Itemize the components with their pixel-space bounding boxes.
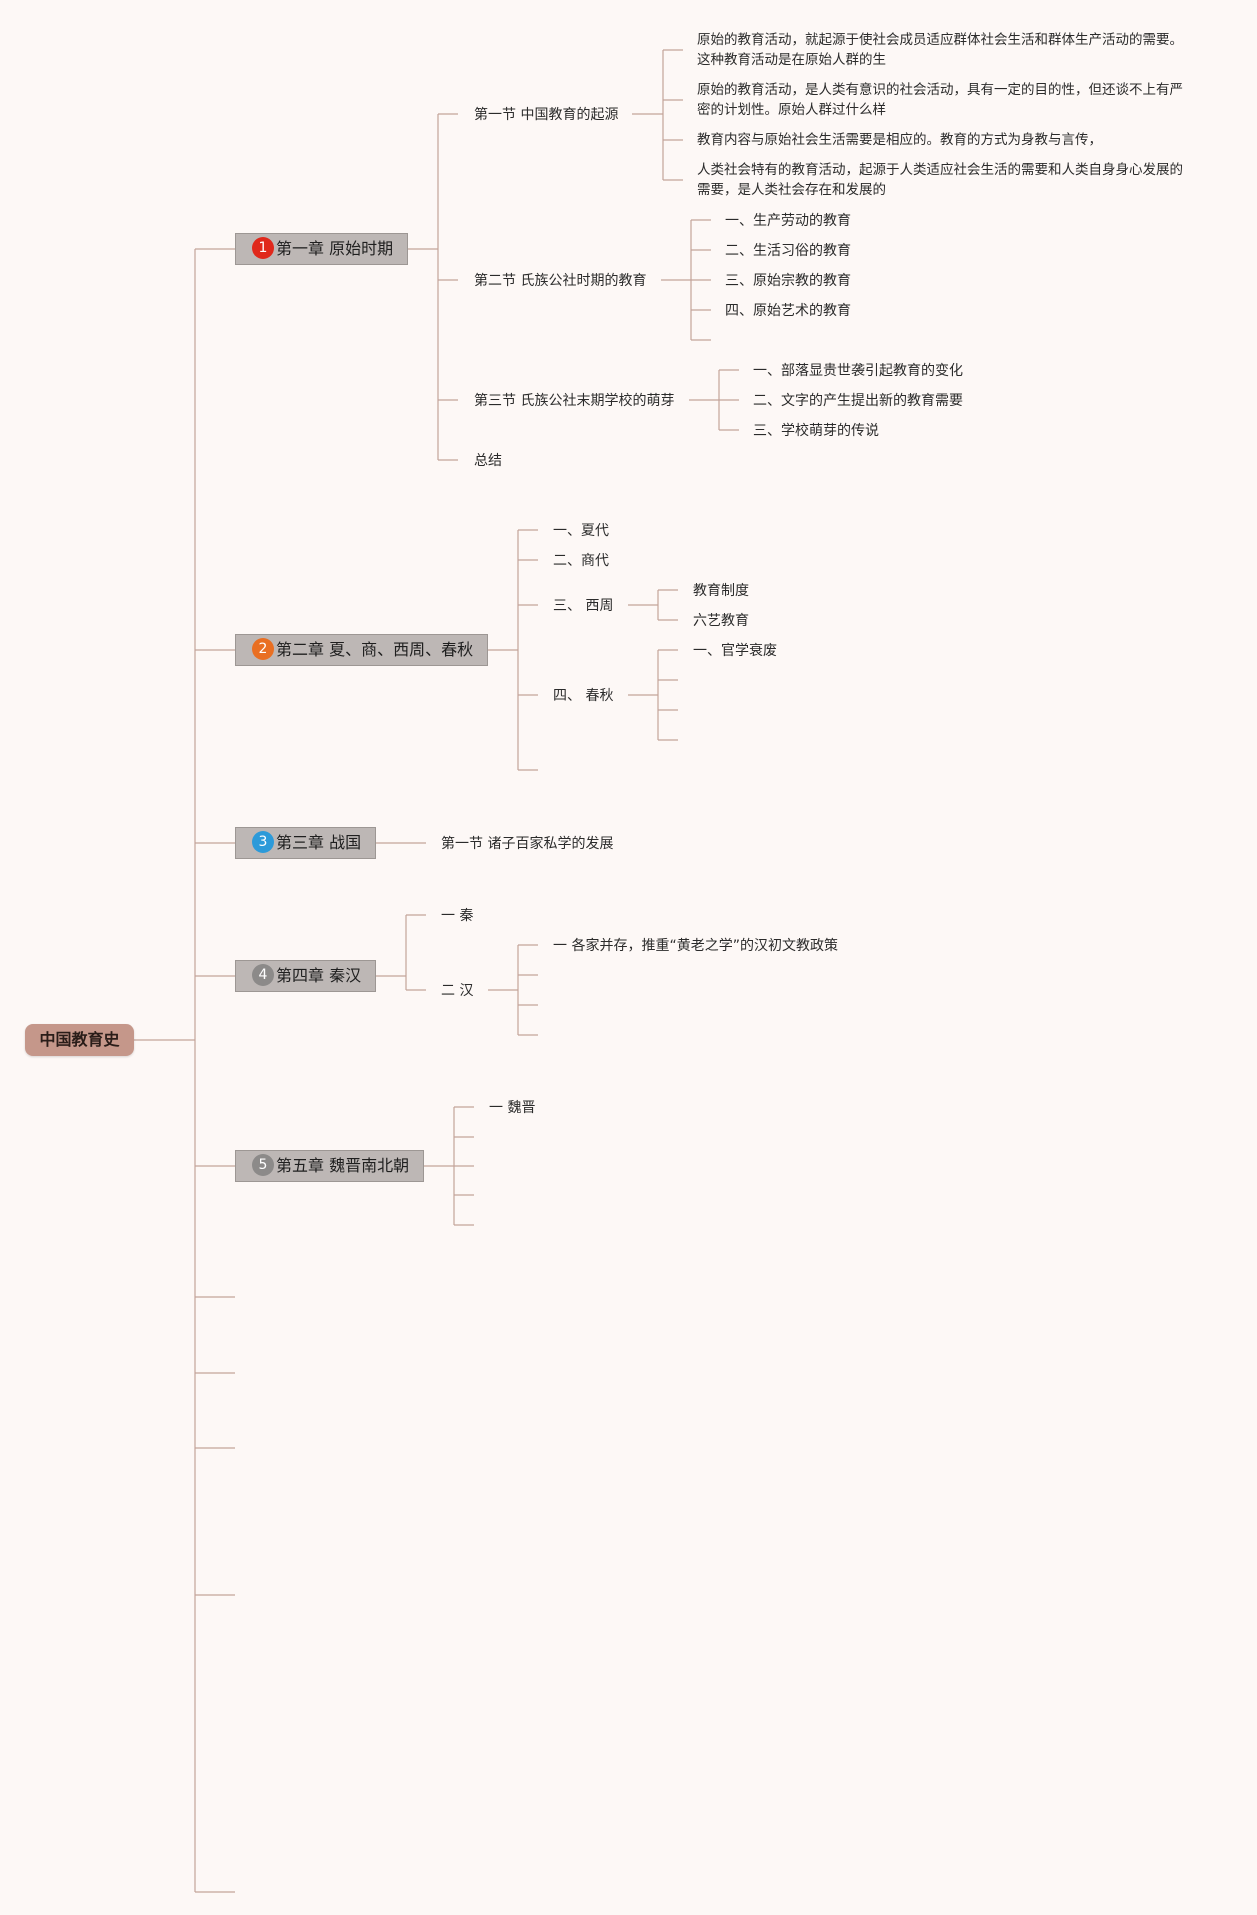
topic-node[interactable]: 六艺教育 bbox=[693, 613, 749, 629]
topic-node[interactable]: 四、原始艺术的教育 bbox=[725, 303, 851, 319]
section-node[interactable]: 二、商代 bbox=[553, 553, 609, 569]
section-node[interactable]: 二 汉 bbox=[441, 983, 474, 999]
section-node[interactable]: 三、 西周 bbox=[553, 598, 614, 614]
topic-node[interactable]: 教育制度 bbox=[693, 583, 749, 599]
topic-node[interactable]: 原始的教育活动，就起源于使社会成员适应群体社会生活和群体生产活动的需要。这种教育… bbox=[697, 32, 1183, 68]
chapter-title: 第四章 秦汉 bbox=[276, 966, 362, 985]
number-3-icon: 3 bbox=[252, 830, 274, 853]
root-node[interactable]: 中国教育史 bbox=[25, 1024, 134, 1056]
section-node[interactable]: 第一节 中国教育的起源 bbox=[474, 107, 619, 123]
number-1-icon: 1 bbox=[252, 236, 274, 259]
chapter-title: 第二章 夏、商、西周、春秋 bbox=[276, 640, 474, 659]
topic-node[interactable]: 一、生产劳动的教育 bbox=[725, 213, 851, 229]
section-node[interactable]: 一、夏代 bbox=[553, 523, 609, 539]
topic-node[interactable]: 二、生活习俗的教育 bbox=[725, 243, 851, 259]
number-2-icon: 2 bbox=[252, 637, 274, 660]
section-node[interactable]: 四、 春秋 bbox=[553, 688, 614, 704]
topic-node[interactable]: 一、官学衰废 bbox=[693, 643, 777, 659]
topic-node[interactable]: 三、学校萌芽的传说 bbox=[753, 423, 879, 439]
section-node[interactable]: 第一节 诸子百家私学的发展 bbox=[441, 836, 614, 852]
chapter-title: 第五章 魏晋南北朝 bbox=[276, 1156, 410, 1175]
topic-node[interactable]: 原始的教育活动，是人类有意识的社会活动，具有一定的目的性，但还谈不上有严密的计划… bbox=[697, 82, 1183, 118]
number-4-icon: 4 bbox=[252, 963, 274, 986]
topic-node[interactable]: 二、文字的产生提出新的教育需要 bbox=[753, 393, 963, 409]
number-5-icon: 5 bbox=[252, 1153, 274, 1176]
section-node[interactable]: 第二节 氏族公社时期的教育 bbox=[474, 273, 647, 289]
section-node[interactable]: 一 魏晋 bbox=[489, 1100, 536, 1116]
section-node[interactable]: 一 秦 bbox=[441, 908, 474, 924]
chapter-title: 第一章 原始时期 bbox=[276, 239, 394, 258]
topic-node[interactable]: 三、原始宗教的教育 bbox=[725, 273, 851, 289]
topic-node[interactable]: 人类社会特有的教育活动，起源于人类适应社会生活的需要和人类自身身心发展的需要，是… bbox=[697, 162, 1183, 198]
section-node[interactable]: 总结 bbox=[474, 453, 502, 469]
topic-node[interactable]: 一 各家并存，推重“黄老之学”的汉初文教政策 bbox=[553, 938, 838, 954]
topic-node[interactable]: 一、部落显贵世袭引起教育的变化 bbox=[753, 363, 963, 379]
chapter-title: 第三章 战国 bbox=[276, 833, 362, 852]
section-node[interactable]: 第三节 氏族公社末期学校的萌芽 bbox=[474, 393, 675, 409]
topic-node[interactable]: 教育内容与原始社会生活需要是相应的。教育的方式为身教与言传， bbox=[697, 132, 1102, 148]
